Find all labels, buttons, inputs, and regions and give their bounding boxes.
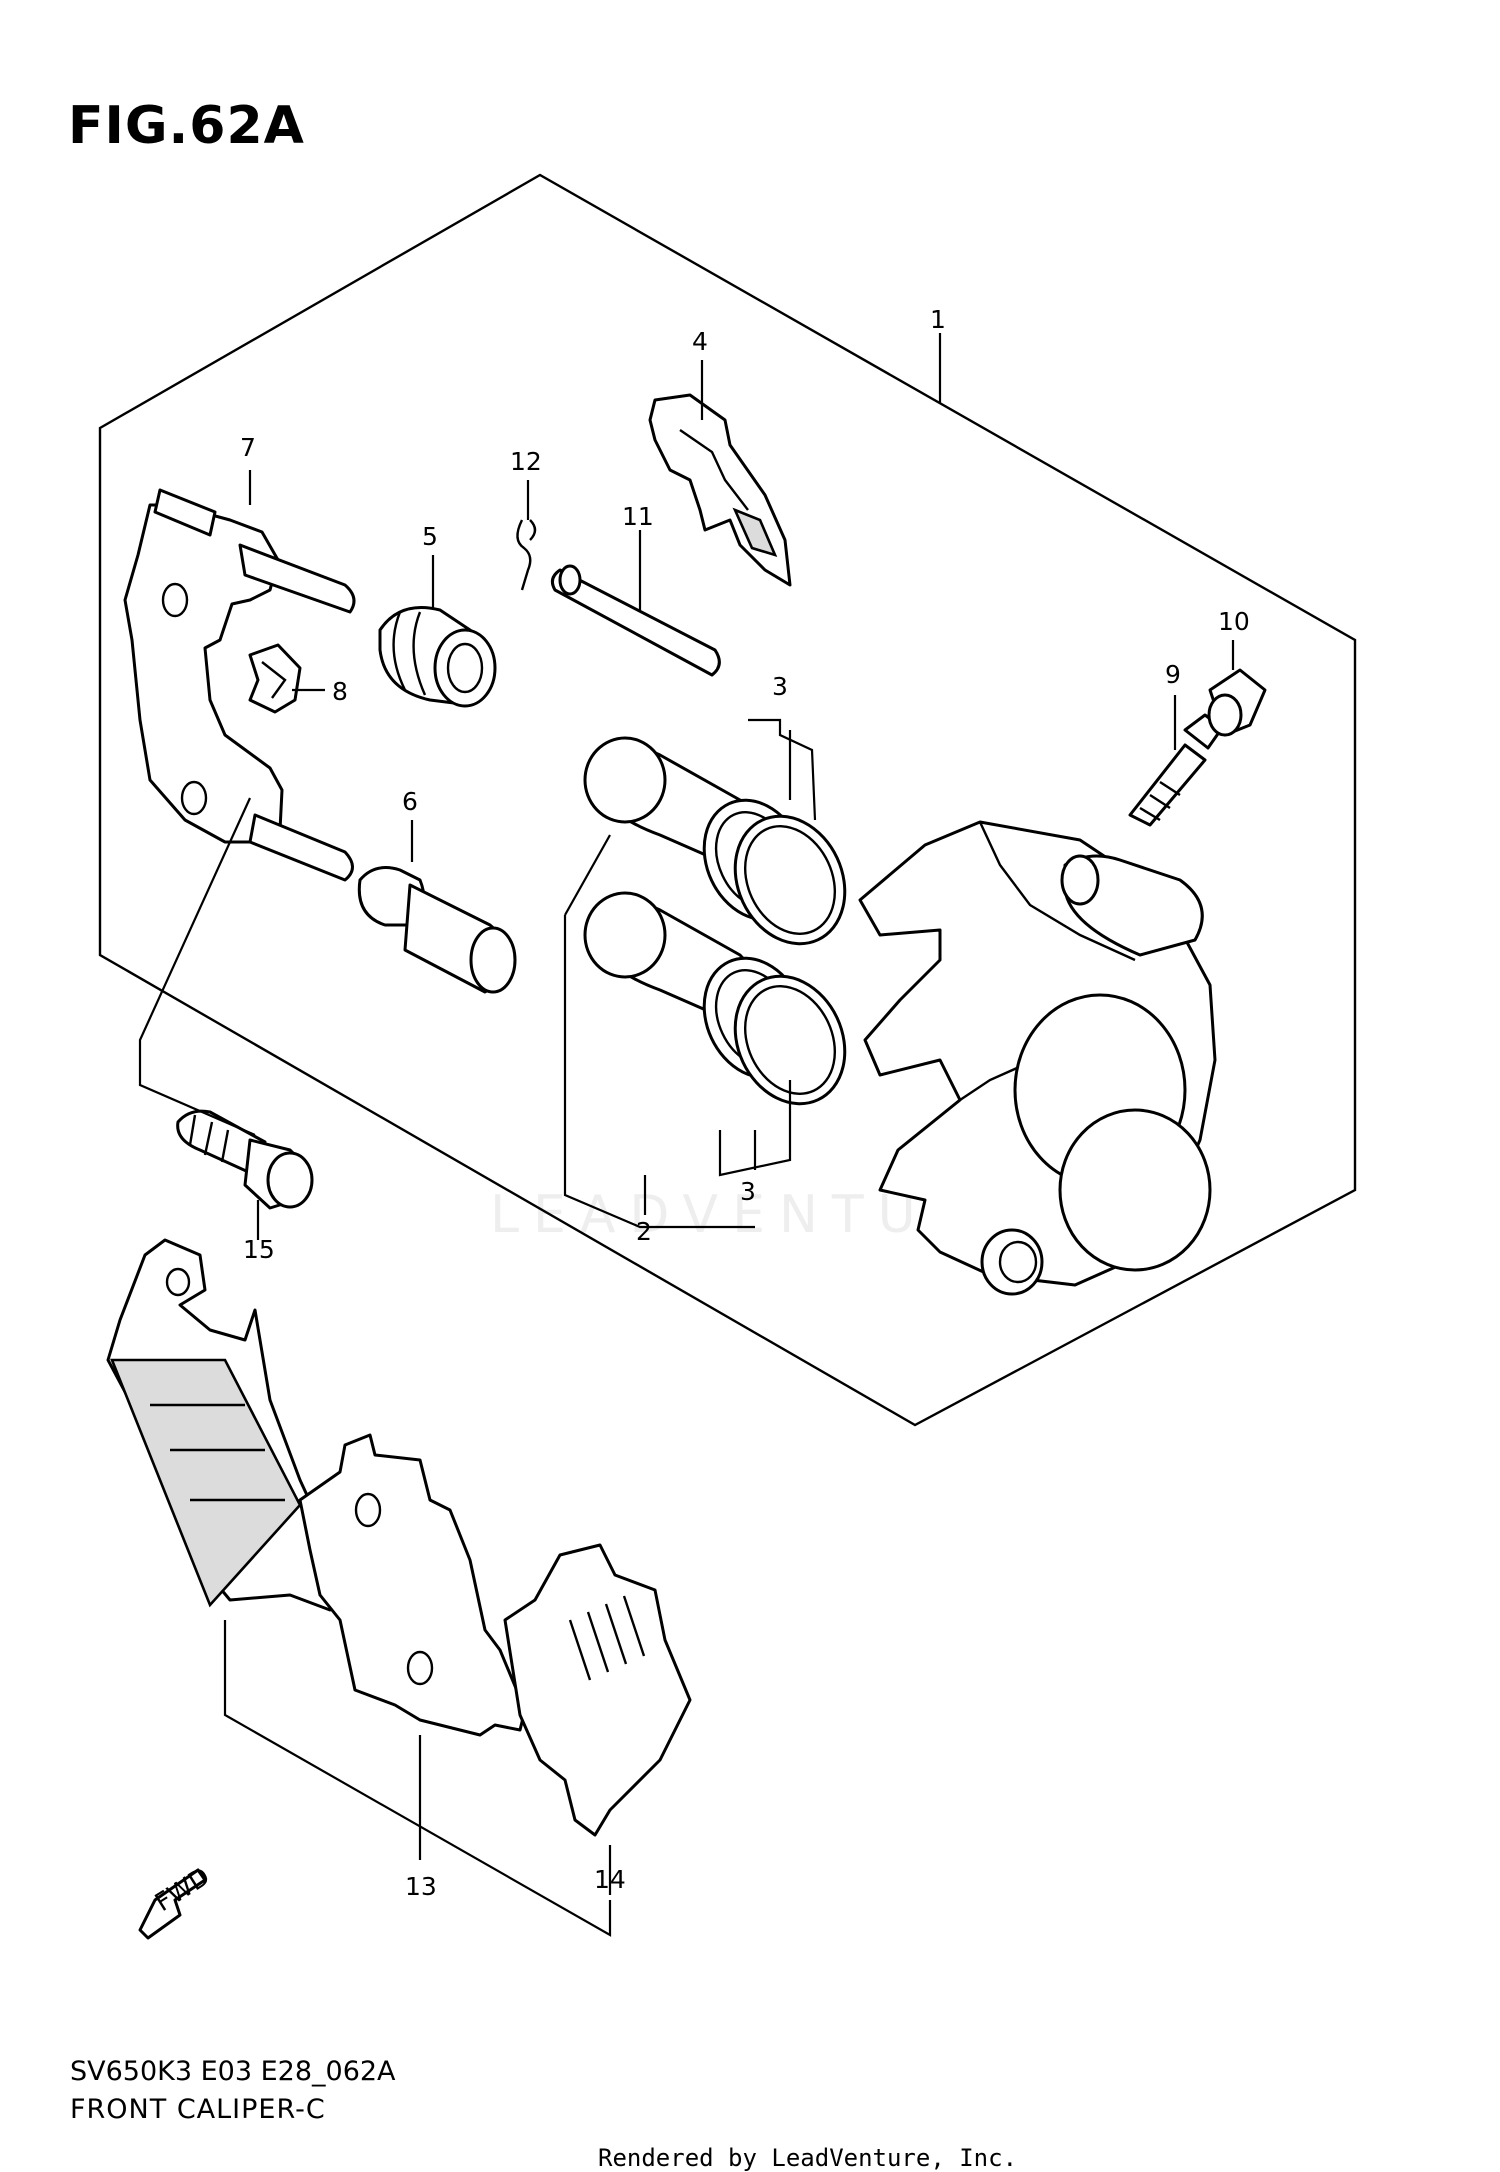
callout-2: 2 <box>636 1217 652 1246</box>
callout-8: 8 <box>332 677 348 706</box>
callout-13: 13 <box>405 1872 437 1901</box>
part-5-boot <box>378 606 497 708</box>
callout-15: 15 <box>243 1235 275 1264</box>
leader-lines <box>138 333 1235 1937</box>
render-credit: Rendered by LeadVenture, Inc. <box>598 2144 1018 2172</box>
callout-9: 9 <box>1165 660 1181 689</box>
caliper-body <box>858 820 1217 1296</box>
part-4-pad-spring <box>648 393 792 587</box>
part-3-seal-upper-b <box>733 814 847 946</box>
model-code: SV650K3 E03 E28_062A <box>70 2056 396 2087</box>
diagram-title: FRONT CALIPER-C <box>70 2094 326 2125</box>
part-12-clip <box>516 519 537 591</box>
part-7-caliper-bracket <box>123 488 356 882</box>
assembly-outline <box>98 173 1357 1427</box>
callout-labels: 1 2 3 3 4 5 6 7 8 9 10 11 12 13 14 15 <box>240 305 1250 1901</box>
part-13-pad-shim <box>298 1433 527 1737</box>
callout-14: 14 <box>594 1865 626 1894</box>
callout-6: 6 <box>402 787 418 816</box>
callout-10: 10 <box>1218 607 1250 636</box>
part-8-spring-clip <box>248 643 302 714</box>
part-14-shim-plate <box>503 1543 692 1837</box>
fwd-label: FWD <box>150 1862 215 1918</box>
fwd-direction-arrow: FWD <box>138 1862 215 1940</box>
callout-7: 7 <box>240 433 256 462</box>
part-11-pad-pin <box>550 564 721 677</box>
part-13-brake-pad <box>106 1238 362 1612</box>
callout-5: 5 <box>422 522 438 551</box>
figure-title: FIG.62A <box>68 96 305 156</box>
callout-11: 11 <box>622 502 654 531</box>
part-15-mounting-bolt <box>176 1109 314 1210</box>
exploded-parts-diagram: LEADVENTURE <box>98 173 1357 1940</box>
callout-3-bottom: 3 <box>740 1177 756 1206</box>
part-10-bleeder-cap <box>1207 668 1267 737</box>
part-3-seal-lower-b <box>733 974 847 1106</box>
callout-12: 12 <box>510 447 542 476</box>
callout-4: 4 <box>692 327 708 356</box>
callout-3-top: 3 <box>772 672 788 701</box>
callout-1: 1 <box>930 305 946 334</box>
part-6-sleeve <box>357 866 517 994</box>
